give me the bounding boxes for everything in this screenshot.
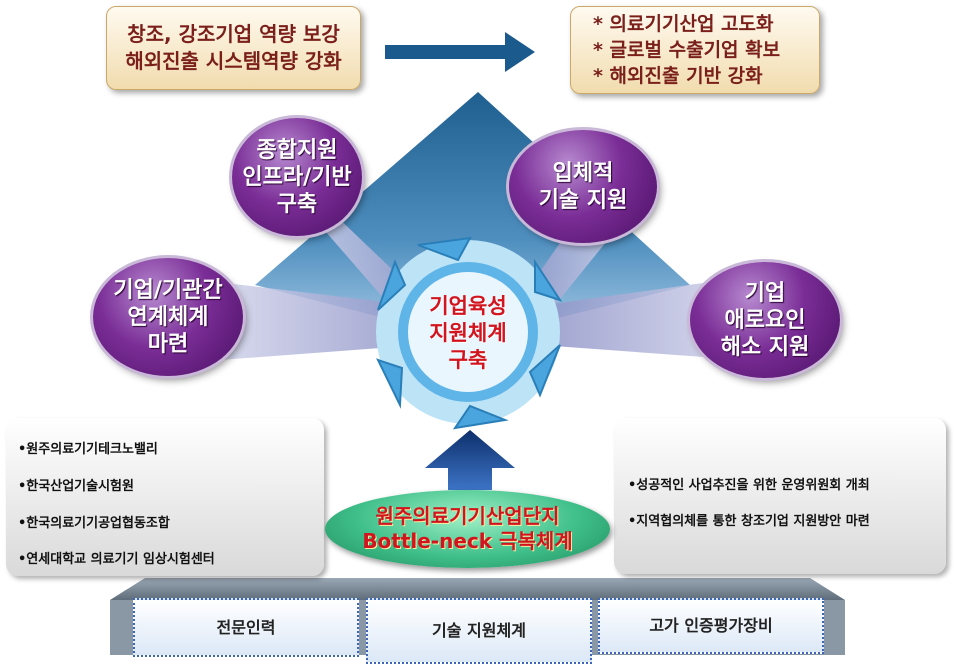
circle-infrastructure: 종합지원 인프라/기반 구축 [232,118,362,236]
goal-left-line-1: 창조, 강조기업 역량 보강 [127,22,340,46]
circle-difficulty-line-1: 기업 [744,280,786,306]
bottleneck-line-1: 원주의료기기산업단지 [375,504,560,528]
right-panel: •성공적인 사업추진을 위한 운영위원회 개최 •지역협의체를 통한 창조기업 … [614,418,946,574]
circle-tech-support: 입체적 기술 지원 [509,130,657,243]
circle-tech-support-line-1: 입체적 [552,160,614,186]
center-line-2: 지원체계 [429,321,507,345]
circle-infrastructure-line-2: 인프라/기반 [242,164,352,190]
platform [110,578,845,600]
goal-left-line-2: 해외진출 시스템역량 강화 [125,49,342,73]
partner-item-4: •연세대학교 의료기기 임상시험센터 [18,552,215,567]
plan-item-1: •성공적인 사업추진을 위한 운영위원회 개최 [628,478,870,493]
cycle-gear [376,236,563,430]
center-line-1: 기업육성 [429,294,507,318]
tab-tech-support-label: 기술 지원체계 [432,621,526,640]
plan-item-2: •지역협의체를 통한 창조기업 지원방안 마련 [628,514,870,529]
tab-equipment: 고가 인증평가장비 [598,598,824,654]
circle-difficulty-line-2: 애로요인 [724,307,806,333]
circle-linkage-line-2: 연계체계 [127,304,209,330]
partner-item-2: •한국산업기술시험원 [18,479,134,494]
up-arrow [425,430,515,490]
tab-tech-support: 기술 지원체계 [366,598,592,664]
circle-tech-support-line-2: 기술 지원 [538,187,628,213]
tab-personnel: 전문인력 [133,598,359,657]
goal-right-line-3: * 해외진출 기반 강화 [593,65,763,87]
circle-infrastructure-line-1: 종합지원 [256,137,338,163]
circle-linkage-line-3: 마련 [147,331,189,357]
center-line-3: 구축 [448,348,488,372]
goal-arrow [385,32,535,72]
tab-equipment-label: 고가 인증평가장비 [649,616,773,635]
goal-box-left: 창조, 강조기업 역량 보강 해외진출 시스템역량 강화 [106,6,361,90]
tab-personnel-label: 전문인력 [216,618,276,637]
circle-infrastructure-line-3: 구축 [276,191,318,217]
circle-linkage: 기업/기관간 연계체계 마련 [93,258,243,376]
partner-item-3: •한국의료기기공업협동조합 [18,516,170,531]
goal-right-line-1: * 의료기기산업 고도화 [593,13,774,35]
goal-right-line-2: * 글로벌 수출기업 확보 [593,39,781,61]
goal-box-right: * 의료기기산업 고도화 * 글로벌 수출기업 확보 * 해외진출 기반 강화 [570,6,820,94]
pyramid-shape [255,92,690,340]
bottleneck-line-2: Bottle-neck 극복체계 [362,529,573,553]
bottleneck-oval: 원주의료기기산업단지 Bottle-neck 극복체계 [325,490,610,568]
partner-item-1: •원주의료기기테크노밸리 [18,442,158,457]
circle-difficulty-line-3: 해소 지원 [720,334,810,360]
center-label: 기업육성 지원체계 구축 [398,293,538,374]
beam-left-bottom [200,280,420,360]
left-panel: •원주의료기기테크노밸리 •한국산업기술시험원 •한국의료기기공업협동조합 •연… [6,418,324,576]
circle-difficulty: 기업 애로요인 해소 지원 [690,262,840,378]
circle-linkage-line-1: 기업/기관간 [113,277,223,303]
